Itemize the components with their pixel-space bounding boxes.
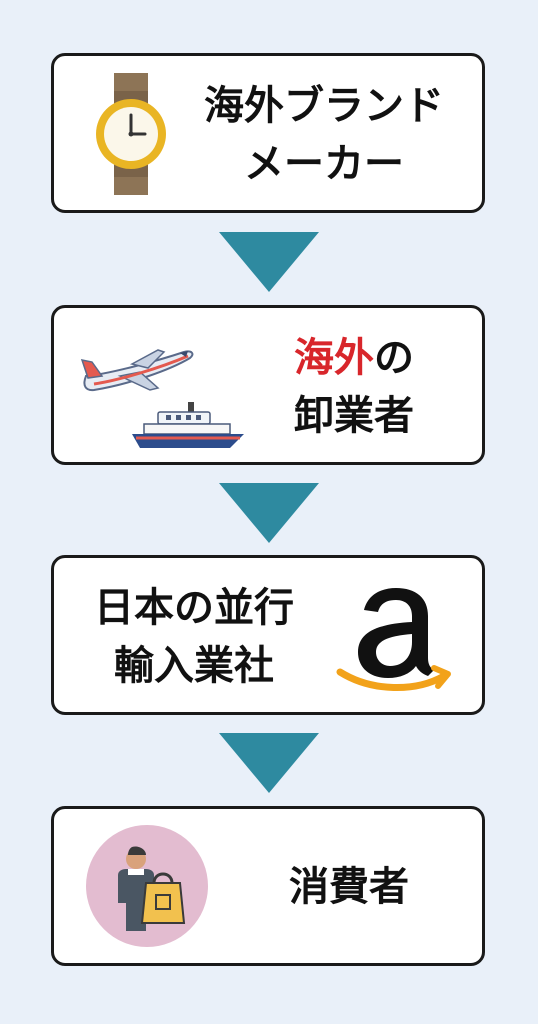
down-arrow-icon xyxy=(219,232,319,292)
step-2-line-1: 海外の xyxy=(264,330,444,386)
step-box-brand-maker: 海外ブランド メーカー xyxy=(51,53,485,213)
step-1-line-2: メーカー xyxy=(244,141,404,187)
step-4-line-1: 消費者 xyxy=(289,864,409,910)
ship-icon xyxy=(132,402,244,448)
step-box-japan-importer: 日本の並行 輸入業社 xyxy=(51,555,485,715)
step-2-line-1-highlight: 海外 xyxy=(294,335,374,381)
down-arrow-icon xyxy=(219,733,319,793)
step-box-consumer: 消費者 xyxy=(51,806,485,966)
step-box-overseas-wholesaler: 海外の 卸業者 xyxy=(51,305,485,465)
step-2-line-2: 卸業者 xyxy=(294,393,414,439)
wristwatch-icon xyxy=(96,73,166,195)
step-2-line-1-rest: の xyxy=(374,335,414,381)
step-3-line-1: 日本の並行 xyxy=(94,585,294,631)
step-3-line-2: 輸入業社 xyxy=(114,643,274,689)
step-1-line-1: 海外ブランド xyxy=(204,83,444,129)
airplane-icon xyxy=(80,349,194,392)
down-arrow-icon xyxy=(219,483,319,543)
amazon-logo-icon xyxy=(336,588,451,692)
shopper-icon xyxy=(86,825,208,947)
